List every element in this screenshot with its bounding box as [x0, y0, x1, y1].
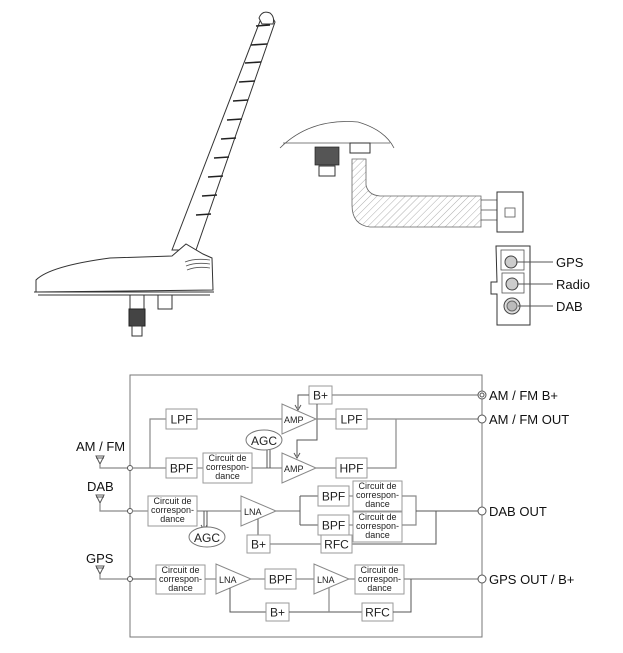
- radio-pin: [505, 277, 519, 291]
- svg-text:B+: B+: [270, 606, 285, 620]
- antenna-icon: [95, 494, 105, 505]
- svg-text:AGC: AGC: [251, 434, 277, 448]
- svg-text:correspon-: correspon-: [356, 521, 399, 531]
- dab-matching-circuit-block: [147, 495, 198, 527]
- svg-text:LNA: LNA: [244, 507, 262, 517]
- svg-text:RFC: RFC: [365, 606, 390, 620]
- amp-2-triangle: [281, 452, 318, 484]
- svg-text:BPF: BPF: [322, 519, 345, 533]
- svg-text:AMP: AMP: [284, 464, 304, 474]
- junction-terminal: [127, 465, 133, 471]
- output-label-am-fm-out: AM / FM OUT: [489, 412, 569, 427]
- antenna-base: [35, 243, 214, 293]
- svg-text:Circuit de: Circuit de: [161, 565, 199, 575]
- dab-rfc-block: [320, 534, 353, 554]
- input-label-dab: DAB: [87, 479, 114, 494]
- gps-lna-1-triangle: [215, 563, 253, 595]
- svg-text:dance: dance: [365, 499, 390, 509]
- terminal-icon: [477, 414, 487, 424]
- svg-text:dance: dance: [160, 514, 185, 524]
- gps-matching-circuit-2: [354, 564, 405, 595]
- output-label-dab-out: DAB OUT: [489, 504, 547, 519]
- terminal-icon: [477, 574, 487, 584]
- svg-text:correspon-: correspon-: [206, 462, 249, 472]
- svg-text:LNA: LNA: [219, 575, 237, 585]
- dab-lna-triangle: [240, 495, 278, 527]
- svg-text:AMP: AMP: [284, 415, 304, 425]
- matching-circuit-block: [202, 452, 253, 484]
- output-label-gps-out: GPS OUT / B+: [489, 572, 574, 587]
- agc-block: [245, 429, 283, 451]
- harness-plug: [496, 191, 524, 233]
- svg-text:RFC: RFC: [324, 538, 349, 552]
- svg-text:Circuit de: Circuit de: [358, 512, 396, 522]
- svg-text:BPF: BPF: [170, 462, 193, 476]
- svg-text:correspon-: correspon-: [151, 505, 194, 515]
- connector-label-radio: Radio: [556, 277, 590, 292]
- svg-text:LPF: LPF: [340, 413, 362, 427]
- svg-text:dance: dance: [367, 583, 392, 593]
- svg-text:B+: B+: [313, 389, 328, 403]
- antenna-illustration: [34, 11, 276, 337]
- antenna-tip: [258, 11, 275, 25]
- input-label-am-fm: AM / FM: [76, 439, 125, 454]
- connector-label-gps: GPS: [556, 255, 584, 270]
- antenna-icon: [95, 565, 105, 576]
- amp-1-triangle: [281, 403, 318, 435]
- svg-text:dance: dance: [168, 583, 193, 593]
- svg-text:Circuit de: Circuit de: [360, 565, 398, 575]
- svg-text:B+: B+: [251, 538, 266, 552]
- svg-text:correspon-: correspon-: [356, 490, 399, 500]
- wire-harness: [351, 158, 482, 228]
- gps-lna-2-triangle: [313, 563, 351, 595]
- svg-text:LNA: LNA: [317, 575, 335, 585]
- antenna-icon: [95, 455, 105, 466]
- junction-terminal: [127, 576, 133, 582]
- power-terminal-icon: [477, 390, 487, 400]
- block-diagram: AM / FM LPF BPF Circuit de correspon- da…: [76, 374, 574, 638]
- dab-agc-block: [188, 526, 226, 548]
- cable-assembly-illustration: [279, 121, 524, 233]
- svg-text:correspon-: correspon-: [159, 574, 202, 584]
- antenna-mast: [171, 14, 276, 251]
- junction-terminal: [127, 508, 133, 514]
- connector-face: GPS Radio DAB: [490, 245, 590, 326]
- svg-text:dance: dance: [365, 530, 390, 540]
- svg-text:Circuit de: Circuit de: [208, 453, 246, 463]
- svg-text:correspon-: correspon-: [358, 574, 401, 584]
- input-label-gps: GPS: [86, 551, 114, 566]
- terminal-icon: [477, 506, 487, 516]
- svg-text:Circuit de: Circuit de: [358, 481, 396, 491]
- threaded-stud: [128, 308, 146, 327]
- connector-label-dab: DAB: [556, 299, 583, 314]
- svg-text:dance: dance: [215, 471, 240, 481]
- dab-matching-circuit-2: [352, 511, 403, 543]
- antenna-coil-windings: [195, 24, 271, 216]
- output-label-am-fm-b-plus: AM / FM B+: [489, 388, 558, 403]
- svg-text:HPF: HPF: [340, 462, 364, 476]
- svg-text:AGC: AGC: [194, 531, 220, 545]
- svg-text:BPF: BPF: [269, 573, 292, 587]
- svg-text:LPF: LPF: [170, 413, 192, 427]
- svg-text:Circuit de: Circuit de: [153, 496, 191, 506]
- gps-pin: [504, 255, 518, 269]
- svg-text:BPF: BPF: [322, 490, 345, 504]
